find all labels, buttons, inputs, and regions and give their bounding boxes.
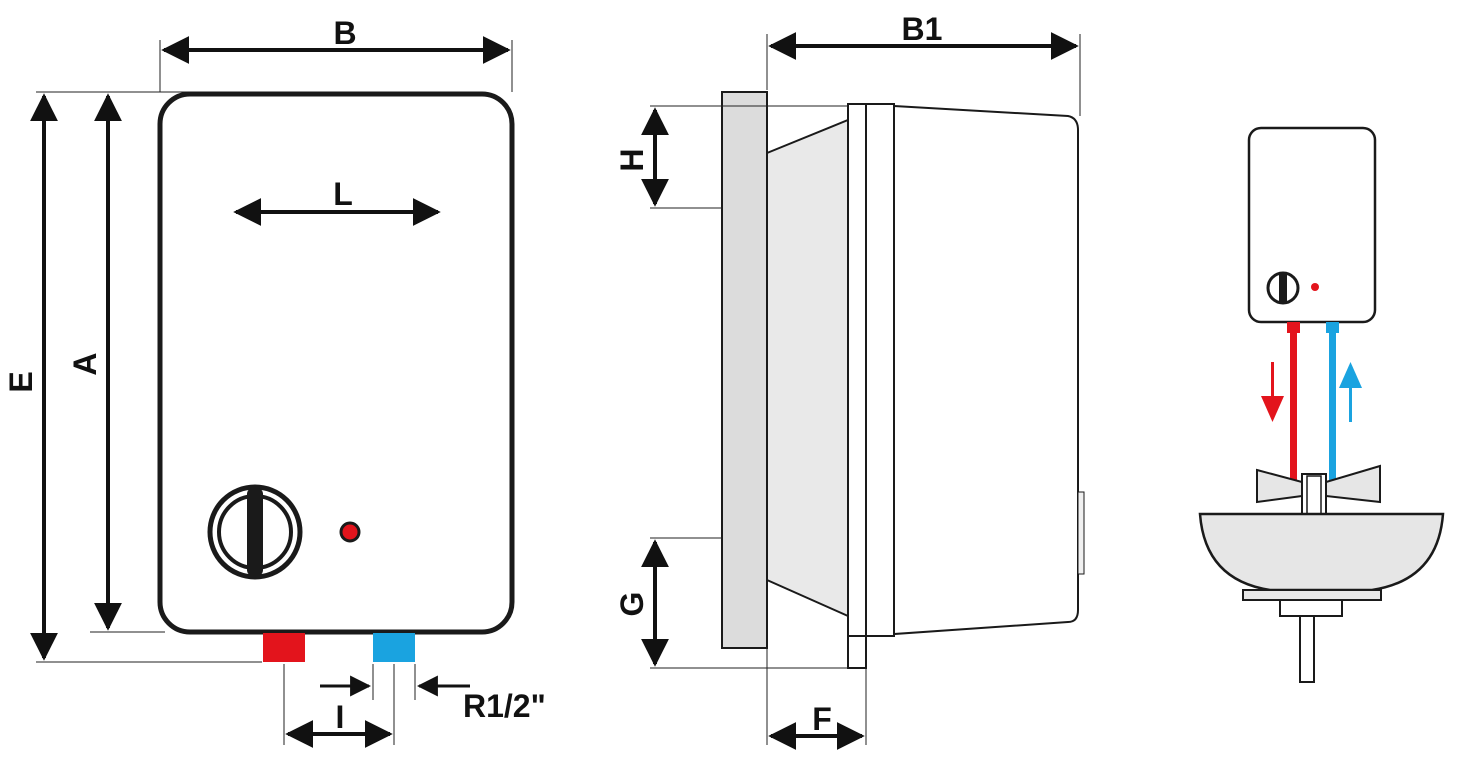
label-a: A bbox=[67, 352, 103, 375]
cold-water-connector bbox=[373, 633, 415, 662]
front-view: B E A L R1/2" I bbox=[3, 15, 546, 748]
label-g: G bbox=[614, 592, 650, 617]
hot-pipe bbox=[1290, 333, 1297, 481]
side-pipe bbox=[847, 635, 867, 669]
label-b: B bbox=[333, 15, 356, 51]
label-i: I bbox=[336, 699, 345, 735]
label-e: E bbox=[3, 371, 39, 392]
label-h: H bbox=[614, 148, 650, 171]
schematic-indicator-icon bbox=[1311, 283, 1319, 291]
indicator-light-icon bbox=[339, 521, 361, 543]
wash-basin bbox=[1198, 512, 1445, 592]
faucet bbox=[1256, 464, 1381, 515]
cold-pipe bbox=[1329, 333, 1336, 481]
arrow-down-hot-icon bbox=[1261, 362, 1284, 422]
thermostat-knob-icon bbox=[207, 484, 303, 580]
wall-mount bbox=[721, 91, 768, 649]
label-f: F bbox=[812, 701, 832, 737]
label-thread-size: R1/2" bbox=[463, 688, 546, 724]
label-l: L bbox=[333, 176, 353, 212]
heater-front-collar bbox=[847, 103, 895, 637]
hot-water-connector bbox=[263, 633, 305, 662]
installation-schematic bbox=[1198, 126, 1445, 683]
heater-body-side bbox=[893, 104, 1079, 636]
heater-housing-taper bbox=[766, 118, 849, 618]
side-view: B1 H G F bbox=[614, 11, 1085, 750]
drain-pipe bbox=[1299, 615, 1315, 683]
label-b1: B1 bbox=[902, 11, 943, 47]
arrow-up-cold-icon bbox=[1339, 362, 1362, 422]
schematic-knob-icon bbox=[1266, 271, 1300, 305]
